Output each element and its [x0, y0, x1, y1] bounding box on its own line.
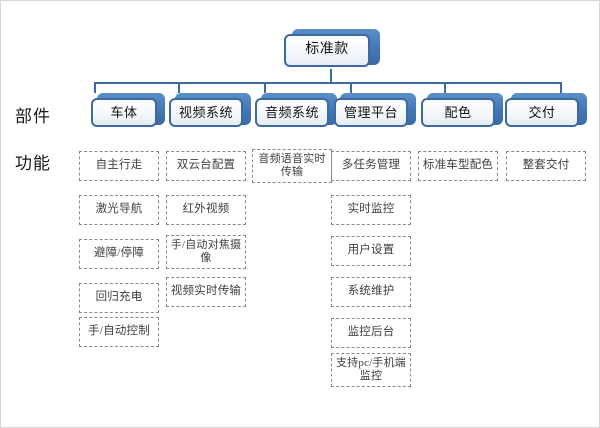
function-box[interactable]: 激光导航 [79, 195, 159, 225]
function-box[interactable]: 避障/停障 [79, 239, 159, 269]
function-box-label: 监控后台 [347, 326, 395, 339]
function-box-label: 避障/停障 [93, 247, 145, 260]
function-box-label: 支持pc/手机端监控 [335, 357, 407, 382]
function-box-label: 激光导航 [95, 203, 143, 216]
function-box[interactable]: 视频实时传输 [166, 277, 246, 307]
node-video[interactable]: 视频系统 [169, 93, 251, 129]
node-delivery-label: 交付 [528, 104, 556, 120]
node-audio[interactable]: 音频系统 [255, 93, 337, 129]
function-box[interactable]: 手/自动对焦摄像 [166, 235, 246, 269]
function-box-label: 系统维护 [347, 285, 395, 298]
function-box[interactable]: 红外视频 [166, 195, 246, 225]
node-color-label: 配色 [444, 104, 472, 120]
connector-drop-color [444, 82, 446, 93]
function-box-label: 标准车型配色 [422, 159, 494, 172]
function-box-label: 红外视频 [182, 203, 230, 216]
node-root-face: 标准款 [284, 34, 370, 67]
function-box[interactable]: 支持pc/手机端监控 [331, 353, 411, 387]
node-video-face: 视频系统 [169, 98, 243, 127]
function-box-label: 手/自动控制 [88, 325, 150, 338]
connector-drop-video [178, 82, 180, 93]
function-box-label: 多任务管理 [341, 159, 401, 172]
function-box-label: 用户设置 [347, 244, 395, 257]
row-label-parts: 部件 [15, 107, 51, 126]
function-box-label: 视频实时传输 [170, 285, 242, 298]
node-body[interactable]: 车体 [91, 93, 165, 129]
function-box-label: 音频语音实时传输 [258, 153, 326, 178]
node-video-label: 视频系统 [178, 104, 233, 120]
function-box[interactable]: 双云台配置 [166, 151, 246, 181]
function-box-label: 整套交付 [522, 159, 570, 172]
connector-drop-delivery [560, 82, 562, 93]
function-box[interactable]: 手/自动控制 [79, 317, 159, 347]
function-box[interactable]: 多任务管理 [331, 151, 411, 181]
function-box-label: 实时监控 [347, 203, 395, 216]
function-box[interactable]: 回归充电 [79, 283, 159, 313]
connector-drop-body [94, 82, 96, 93]
function-box[interactable]: 整套交付 [506, 151, 586, 181]
function-box[interactable]: 标准车型配色 [418, 151, 498, 181]
function-box-label: 手/自动对焦摄像 [170, 239, 242, 264]
node-platform-label: 管理平台 [343, 104, 398, 120]
function-box[interactable]: 系统维护 [331, 277, 411, 307]
connector-root-stem [330, 69, 332, 83]
function-box-label: 双云台配置 [176, 159, 236, 172]
function-box[interactable]: 音频语音实时传输 [252, 149, 332, 183]
connector-drop-platform [350, 82, 352, 93]
row-label-functions: 功能 [15, 154, 51, 173]
node-delivery[interactable]: 交付 [505, 93, 587, 129]
function-box[interactable]: 实时监控 [331, 195, 411, 225]
node-audio-face: 音频系统 [255, 98, 329, 127]
function-box-label: 回归充电 [95, 291, 143, 304]
node-color-face: 配色 [421, 98, 495, 127]
connector-drop-audio [264, 82, 266, 93]
node-root[interactable]: 标准款 [284, 29, 380, 69]
function-box[interactable]: 用户设置 [331, 236, 411, 266]
node-audio-label: 音频系统 [264, 104, 319, 120]
node-body-label: 车体 [110, 104, 138, 120]
node-body-face: 车体 [91, 98, 157, 127]
node-delivery-face: 交付 [505, 98, 579, 127]
function-box-label: 自主行走 [95, 159, 143, 172]
connector-horizontal-bus [94, 82, 562, 84]
function-box[interactable]: 监控后台 [331, 318, 411, 348]
node-color[interactable]: 配色 [421, 93, 503, 129]
function-box[interactable]: 自主行走 [79, 151, 159, 181]
node-root-label: 标准款 [305, 42, 349, 58]
node-platform-face: 管理平台 [334, 98, 408, 127]
node-platform[interactable]: 管理平台 [334, 93, 416, 129]
